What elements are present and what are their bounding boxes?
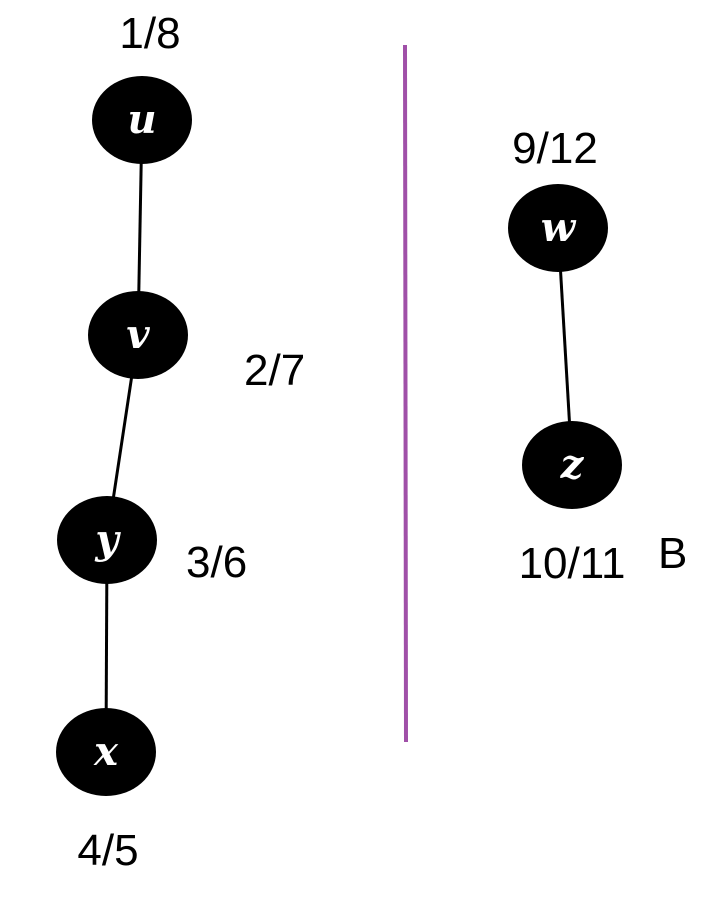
node-label-x: x (93, 728, 119, 775)
edges-group (104, 119, 574, 753)
divider-line (403, 44, 408, 743)
back-edge-annotation: B (658, 529, 687, 578)
node-circle-v (88, 291, 188, 379)
node-w: w (508, 184, 608, 272)
time-labels-group: 1/8 2/7 3/6 4/5 9/12 10/11 (77, 9, 625, 875)
node-label-y: y (94, 516, 121, 563)
node-circle-u (92, 76, 192, 164)
node-circle-y (57, 496, 157, 584)
node-v: v (88, 291, 188, 379)
time-label-x: 4/5 (77, 826, 138, 875)
node-label-z: z (560, 441, 585, 488)
time-label-w: 9/12 (512, 124, 598, 173)
nodes-group: u v y x w z (56, 76, 622, 796)
time-label-v: 2/7 (244, 346, 305, 395)
node-circle-w (508, 184, 608, 272)
node-y: y (57, 496, 157, 584)
node-circle-x (56, 708, 156, 796)
node-circle-z (522, 421, 622, 509)
node-label-u: u (127, 96, 156, 143)
node-u: u (92, 76, 192, 164)
node-label-w: w (541, 204, 577, 251)
time-label-y: 3/6 (186, 538, 247, 587)
node-z: z (522, 421, 622, 509)
time-label-z: 10/11 (519, 539, 626, 588)
node-label-v: v (126, 311, 150, 358)
time-label-u: 1/8 (119, 9, 180, 58)
node-x: x (56, 708, 156, 796)
